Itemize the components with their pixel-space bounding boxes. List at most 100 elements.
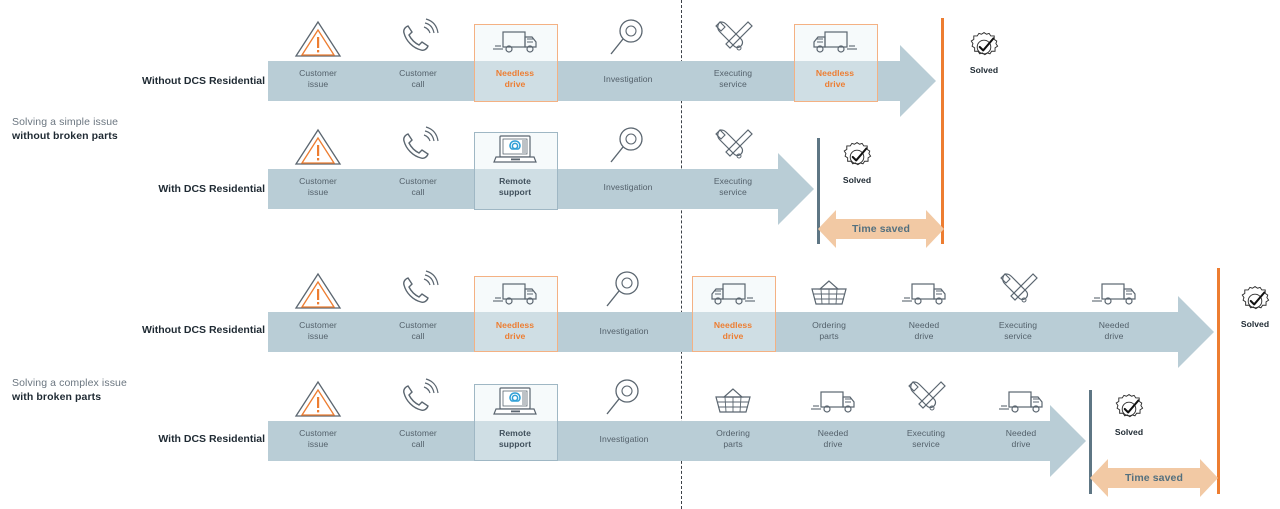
phone-ringing-icon xyxy=(390,124,446,168)
highlight-box-needless-drive-2 xyxy=(794,24,878,102)
solved-label: Solved xyxy=(842,175,872,185)
row-label-simple-with: With DCS Residential xyxy=(158,183,265,195)
solved-gear-check-icon xyxy=(1238,284,1272,318)
section-caption-simple-line2: without broken parts xyxy=(12,130,118,142)
wrench-screwdriver-icon xyxy=(898,374,954,418)
section-caption-complex-line2: with broken parts xyxy=(12,391,102,403)
solved-label: Solved xyxy=(1114,427,1144,437)
step-complex-without-3: Investigation xyxy=(581,326,667,337)
solved-gear-check-icon xyxy=(840,140,874,174)
solved-marker-complex-without: Solved xyxy=(1226,284,1280,329)
time-saved-label: Time saved xyxy=(845,223,916,235)
wrench-screwdriver-icon xyxy=(705,122,761,166)
truck-left-icon xyxy=(487,20,543,64)
warning-triangle-icon xyxy=(290,124,346,168)
step-caption: Investigation xyxy=(599,434,649,444)
stage-divider-dashed-line xyxy=(681,0,682,509)
solved-label: Solved xyxy=(969,65,999,75)
process-band-complex-without xyxy=(268,312,1178,352)
basket-icon xyxy=(801,272,857,316)
magnifier-icon xyxy=(600,16,656,60)
process-arrowhead-complex-with xyxy=(1050,405,1086,477)
warning-triangle-icon xyxy=(290,268,346,312)
magnifier-icon xyxy=(596,376,652,420)
warning-triangle-icon xyxy=(290,376,346,420)
solved-label: Solved xyxy=(1240,319,1270,329)
step-caption: Investigation xyxy=(603,74,653,84)
row-label-simple-without: Without DCS Residential xyxy=(142,75,265,87)
time-saved-label: Time saved xyxy=(1118,472,1189,484)
section-caption-simple-line1: Solving a simple issue xyxy=(12,116,119,128)
time-saved-left-arrow xyxy=(1090,459,1108,497)
time-saved-right-arrow xyxy=(926,210,944,248)
magnifier-icon xyxy=(596,268,652,312)
phone-ringing-icon xyxy=(390,376,446,420)
truck-left-icon xyxy=(896,272,952,316)
process-arrowhead-simple-with xyxy=(778,153,814,225)
solved-gear-check-icon xyxy=(1112,392,1146,426)
end-rule-complex-with xyxy=(1089,390,1092,494)
section-caption-simple: Solving a simple issue without broken pa… xyxy=(12,115,162,143)
warning-triangle-icon xyxy=(290,16,346,60)
step-simple-with-3: Investigation xyxy=(585,182,671,193)
truck-right-icon xyxy=(705,272,761,316)
time-saved-right-arrow xyxy=(1200,459,1218,497)
truck-right-icon xyxy=(807,20,863,64)
process-arrowhead-complex-without xyxy=(1178,296,1214,368)
highlight-box-needless-drive-1 xyxy=(474,24,558,102)
solved-marker-simple-without: Solved xyxy=(955,30,1013,75)
time-saved-indicator-simple: Time saved xyxy=(818,210,944,248)
process-band-simple-with xyxy=(268,169,778,209)
laptop-remote-support-icon xyxy=(487,380,543,424)
truck-left-icon xyxy=(1086,272,1142,316)
end-rule-simple-without xyxy=(941,18,944,244)
row-label-complex-without: Without DCS Residential xyxy=(142,324,265,336)
process-band-complex-with xyxy=(268,421,1050,461)
solved-marker-complex-with: Solved xyxy=(1100,392,1158,437)
basket-icon xyxy=(705,380,761,424)
truck-left-icon xyxy=(487,272,543,316)
magnifier-icon xyxy=(600,124,656,168)
wrench-screwdriver-icon xyxy=(990,266,1046,310)
step-caption: Investigation xyxy=(603,182,653,192)
truck-left-icon xyxy=(993,380,1049,424)
truck-left-icon xyxy=(805,380,861,424)
step-caption: Investigation xyxy=(599,326,649,336)
process-arrowhead-simple-without xyxy=(900,45,936,117)
section-caption-complex: Solving a complex issue with broken part… xyxy=(12,376,167,404)
step-complex-with-3: Investigation xyxy=(581,434,667,445)
